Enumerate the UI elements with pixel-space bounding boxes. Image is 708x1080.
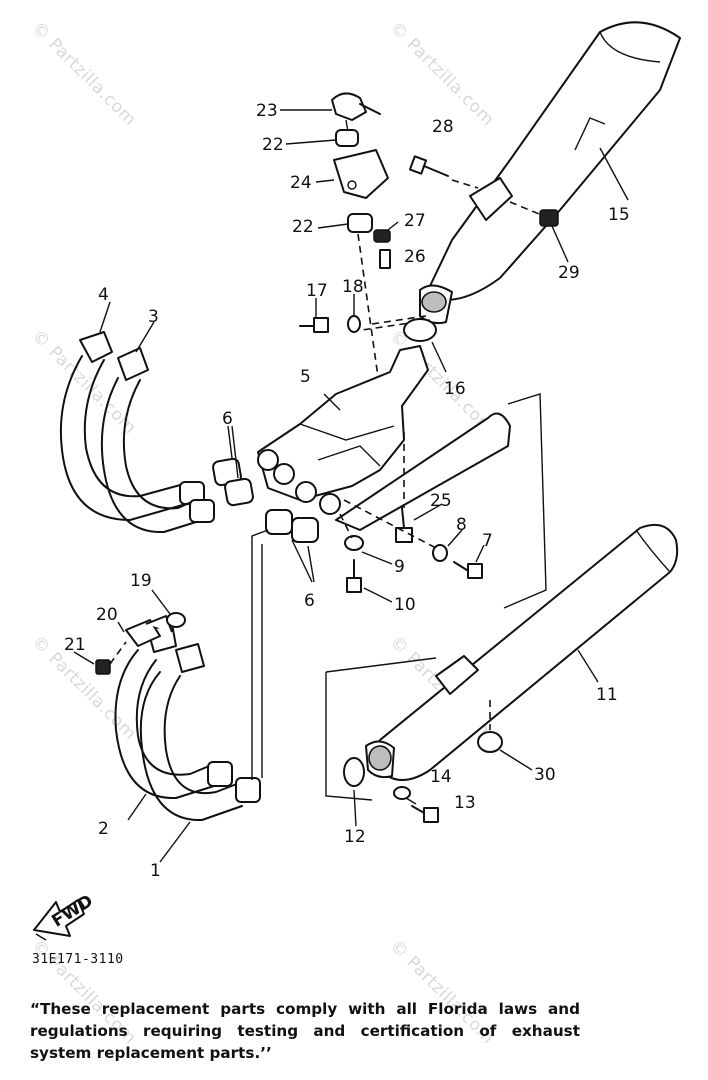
- callout-13: 13: [454, 793, 476, 813]
- bolt-25[interactable]: [395, 507, 413, 543]
- callout-25: 25: [430, 491, 452, 511]
- grommet-22-top[interactable]: [335, 129, 359, 147]
- callout-26: 26: [404, 247, 426, 267]
- callout-22: 22: [262, 135, 284, 155]
- sleeve-6[interactable]: [212, 457, 254, 507]
- washer-18[interactable]: [347, 315, 361, 333]
- callout-6: 6: [222, 409, 233, 429]
- bolt-10[interactable]: [346, 559, 362, 593]
- gasket-16[interactable]: [403, 318, 447, 373]
- callout-3: 3: [148, 307, 159, 327]
- callout-19: 19: [130, 571, 152, 591]
- callout-4: 4: [98, 285, 109, 305]
- callout-1: 1: [150, 861, 161, 881]
- callout-14: 14: [430, 767, 452, 787]
- header-pipe-2[interactable]: [114, 623, 233, 800]
- header-pipe-4[interactable]: [59, 331, 205, 521]
- callout-8: 8: [456, 515, 467, 535]
- callout-12: 12: [344, 827, 366, 847]
- exhaust-collector-5[interactable]: [257, 345, 511, 531]
- nut-21[interactable]: [95, 659, 111, 675]
- bolt-7[interactable]: [453, 561, 483, 579]
- callout-15: 15: [608, 205, 630, 225]
- bolt-26[interactable]: [379, 249, 391, 269]
- callout-29: 29: [558, 263, 580, 283]
- bolt-13[interactable]: [411, 805, 439, 823]
- washer-14[interactable]: [393, 786, 411, 800]
- compliance-note: “These replacement parts comply with all…: [30, 1000, 580, 1062]
- callout-10: 10: [394, 595, 416, 615]
- bolt-17[interactable]: [299, 317, 329, 333]
- washer-8[interactable]: [432, 544, 448, 562]
- callout-21: 21: [64, 635, 86, 655]
- callout-16: 16: [444, 379, 466, 399]
- clamp-20[interactable]: [125, 615, 173, 647]
- callout-17: 17: [306, 281, 328, 301]
- callout-7: 7: [482, 531, 493, 551]
- callout-27: 27: [404, 211, 426, 231]
- callout-9: 9: [394, 557, 405, 577]
- callout-6: 6: [304, 591, 315, 611]
- callout-20: 20: [96, 605, 118, 625]
- sleeve-6[interactable]: [265, 509, 319, 543]
- washer-27[interactable]: [373, 229, 391, 243]
- muffler-upper[interactable]: [419, 21, 681, 325]
- cap-30[interactable]: [477, 731, 503, 753]
- callout-18: 18: [342, 277, 364, 297]
- callout-11: 11: [596, 685, 618, 705]
- washer-19[interactable]: [166, 612, 186, 628]
- callout-30: 30: [534, 765, 556, 785]
- callout-23: 23: [256, 101, 278, 121]
- washer-9[interactable]: [344, 535, 364, 551]
- fwd-label: FWD: [48, 891, 96, 932]
- bolt-28[interactable]: [408, 155, 449, 177]
- grommet-22-bottom[interactable]: [347, 213, 373, 233]
- forward-arrow-icon: FWD: [33, 891, 97, 941]
- callout-5: 5: [300, 367, 311, 387]
- callout-28: 28: [432, 117, 454, 137]
- callout-24: 24: [290, 173, 312, 193]
- callout-22: 22: [292, 217, 314, 237]
- header-pipe-1[interactable]: [139, 643, 261, 822]
- nut-29[interactable]: [539, 209, 569, 263]
- catalog-code: 31E171-3110: [32, 952, 124, 967]
- gasket-12[interactable]: [343, 757, 365, 787]
- bracket-24[interactable]: [333, 149, 389, 199]
- bolt-23[interactable]: [331, 92, 381, 133]
- muffler-lower[interactable]: [365, 524, 679, 781]
- callout-2: 2: [98, 819, 109, 839]
- header-pipe-3[interactable]: [100, 347, 215, 534]
